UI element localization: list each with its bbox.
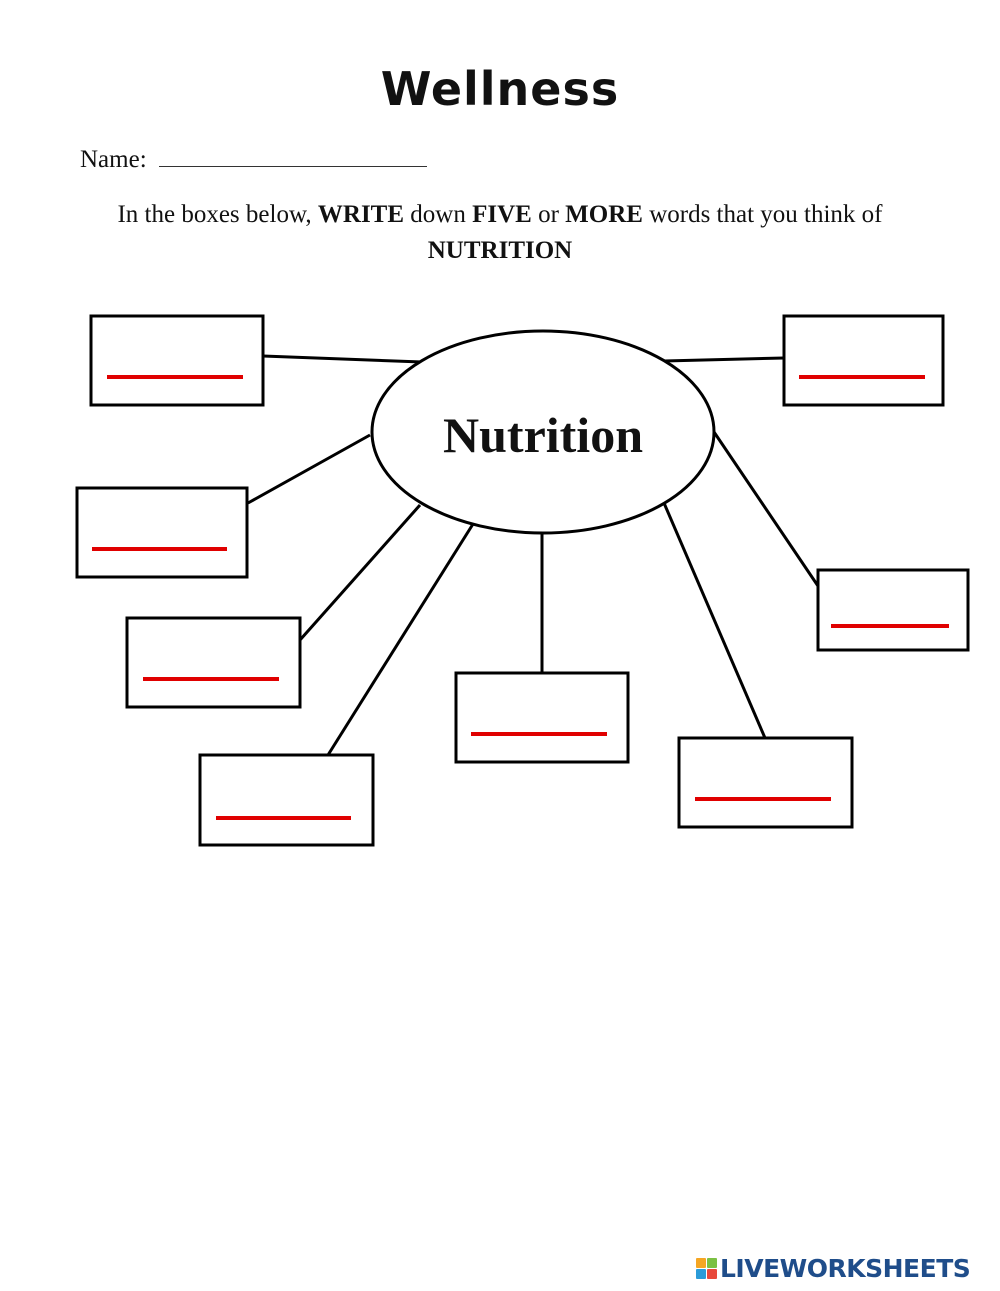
brand-name: LIVEWORKSHEETS [720,1254,971,1283]
worksheet-title: Wellness [380,62,620,116]
connector-top-left [262,354,423,364]
instructions-text-4: words that you think of [642,201,883,228]
connector-bottom-right [662,502,767,739]
answer-box-bottom-right[interactable] [677,736,854,829]
answer-box-bottom-center[interactable] [454,671,630,764]
answer-box-top-left[interactable] [89,314,265,407]
center-label: Nutrition [443,407,643,463]
center-ellipse [370,329,716,535]
instructions-text-3: or [531,201,566,228]
instructions: In the boxes below, WRITE down FIVE or M… [40,197,960,269]
answer-box-middle-left[interactable] [125,616,302,709]
name-input-line[interactable] [158,144,427,167]
name-row: Name: [80,144,427,174]
connector-middle-right [712,431,820,587]
answer-box-upper-left[interactable] [75,486,249,579]
instructions-bold-nutrition: NUTRITION [427,237,573,264]
name-label: Name: [80,146,147,173]
answer-box-middle-right[interactable] [816,568,970,652]
instructions-bold-more: MORE [565,201,643,228]
connector-top-right [663,356,785,363]
instructions-bold-five: FIVE [472,201,532,228]
instructions-text-1: In the boxes below, [117,201,318,228]
connector-middle-left [298,504,422,641]
connector-upper-left [247,433,371,505]
liveworksheets-brand: LIVEWORKSHEETS [696,1254,971,1283]
instructions-text-2: down [404,201,473,228]
answer-box-top-right[interactable] [782,314,945,407]
instructions-bold-write: WRITE [317,201,405,228]
connector-lines [247,354,820,756]
connector-bottom-left [326,523,475,756]
liveworksheets-logo-icon [696,1258,717,1279]
answer-box-bottom-left[interactable] [198,753,375,847]
